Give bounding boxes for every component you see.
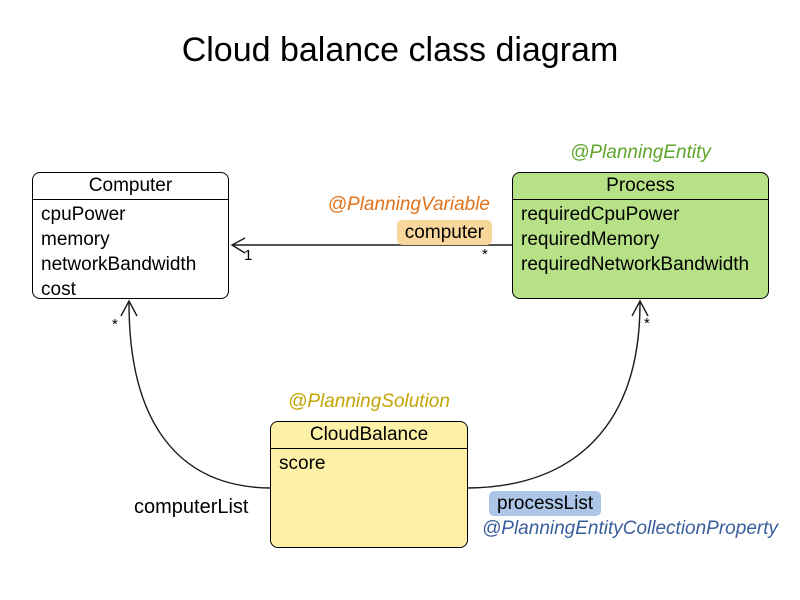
- planning-variable-annotation: @PlanningVariable: [327, 194, 490, 215]
- multiplicity-computer-one: 1: [244, 247, 253, 264]
- class-attribute: networkBandwidth: [41, 254, 197, 275]
- computerlist-arrowhead: [120, 299, 138, 317]
- cloudbalance-class-name: CloudBalance: [271, 422, 467, 449]
- class-attribute: requiredNetworkBandwidth: [521, 254, 750, 275]
- diagram-title: Cloud balance class diagram: [181, 31, 619, 69]
- multiplicity-computerlist-star: *: [112, 316, 118, 333]
- class-attribute: cpuPower: [41, 204, 126, 225]
- process-class-name: Process: [513, 173, 768, 200]
- class-attribute: requiredCpuPower: [521, 204, 680, 225]
- computerlist-field-label: computerList: [134, 496, 249, 518]
- computer-class-box: Computer cpuPower memory networkBandwidt…: [32, 172, 229, 302]
- planning-solution-annotation: @PlanningSolution: [288, 391, 450, 412]
- processlist-arrowhead: [631, 299, 649, 317]
- planning-ecp-annotation: @PlanningEntityCollectionProperty: [482, 518, 778, 539]
- cloudbalance-attributes: score: [271, 449, 467, 476]
- processlist-field-label: processList: [489, 491, 602, 516]
- multiplicity-processlist-star: *: [644, 315, 650, 332]
- cloudbalance-class-box: CloudBalance score: [270, 421, 468, 548]
- process-attributes: requiredCpuPower requiredMemory required…: [513, 200, 768, 277]
- multiplicity-computer-variable-star: *: [482, 246, 488, 263]
- process-class-box: Process requiredCpuPower requiredMemory …: [512, 172, 769, 299]
- computer-class-name: Computer: [33, 173, 228, 200]
- class-attribute: cost: [41, 279, 76, 300]
- computer-attributes: cpuPower memory networkBandwidth cost: [33, 200, 228, 302]
- class-attribute: memory: [41, 229, 110, 250]
- class-attribute: score: [279, 453, 326, 474]
- processlist-line: [467, 302, 641, 489]
- planning-entity-annotation: @PlanningEntity: [570, 142, 711, 163]
- class-attribute: requiredMemory: [521, 229, 660, 250]
- computer-field-label: computer: [396, 220, 492, 245]
- computerlist-line: [128, 302, 271, 489]
